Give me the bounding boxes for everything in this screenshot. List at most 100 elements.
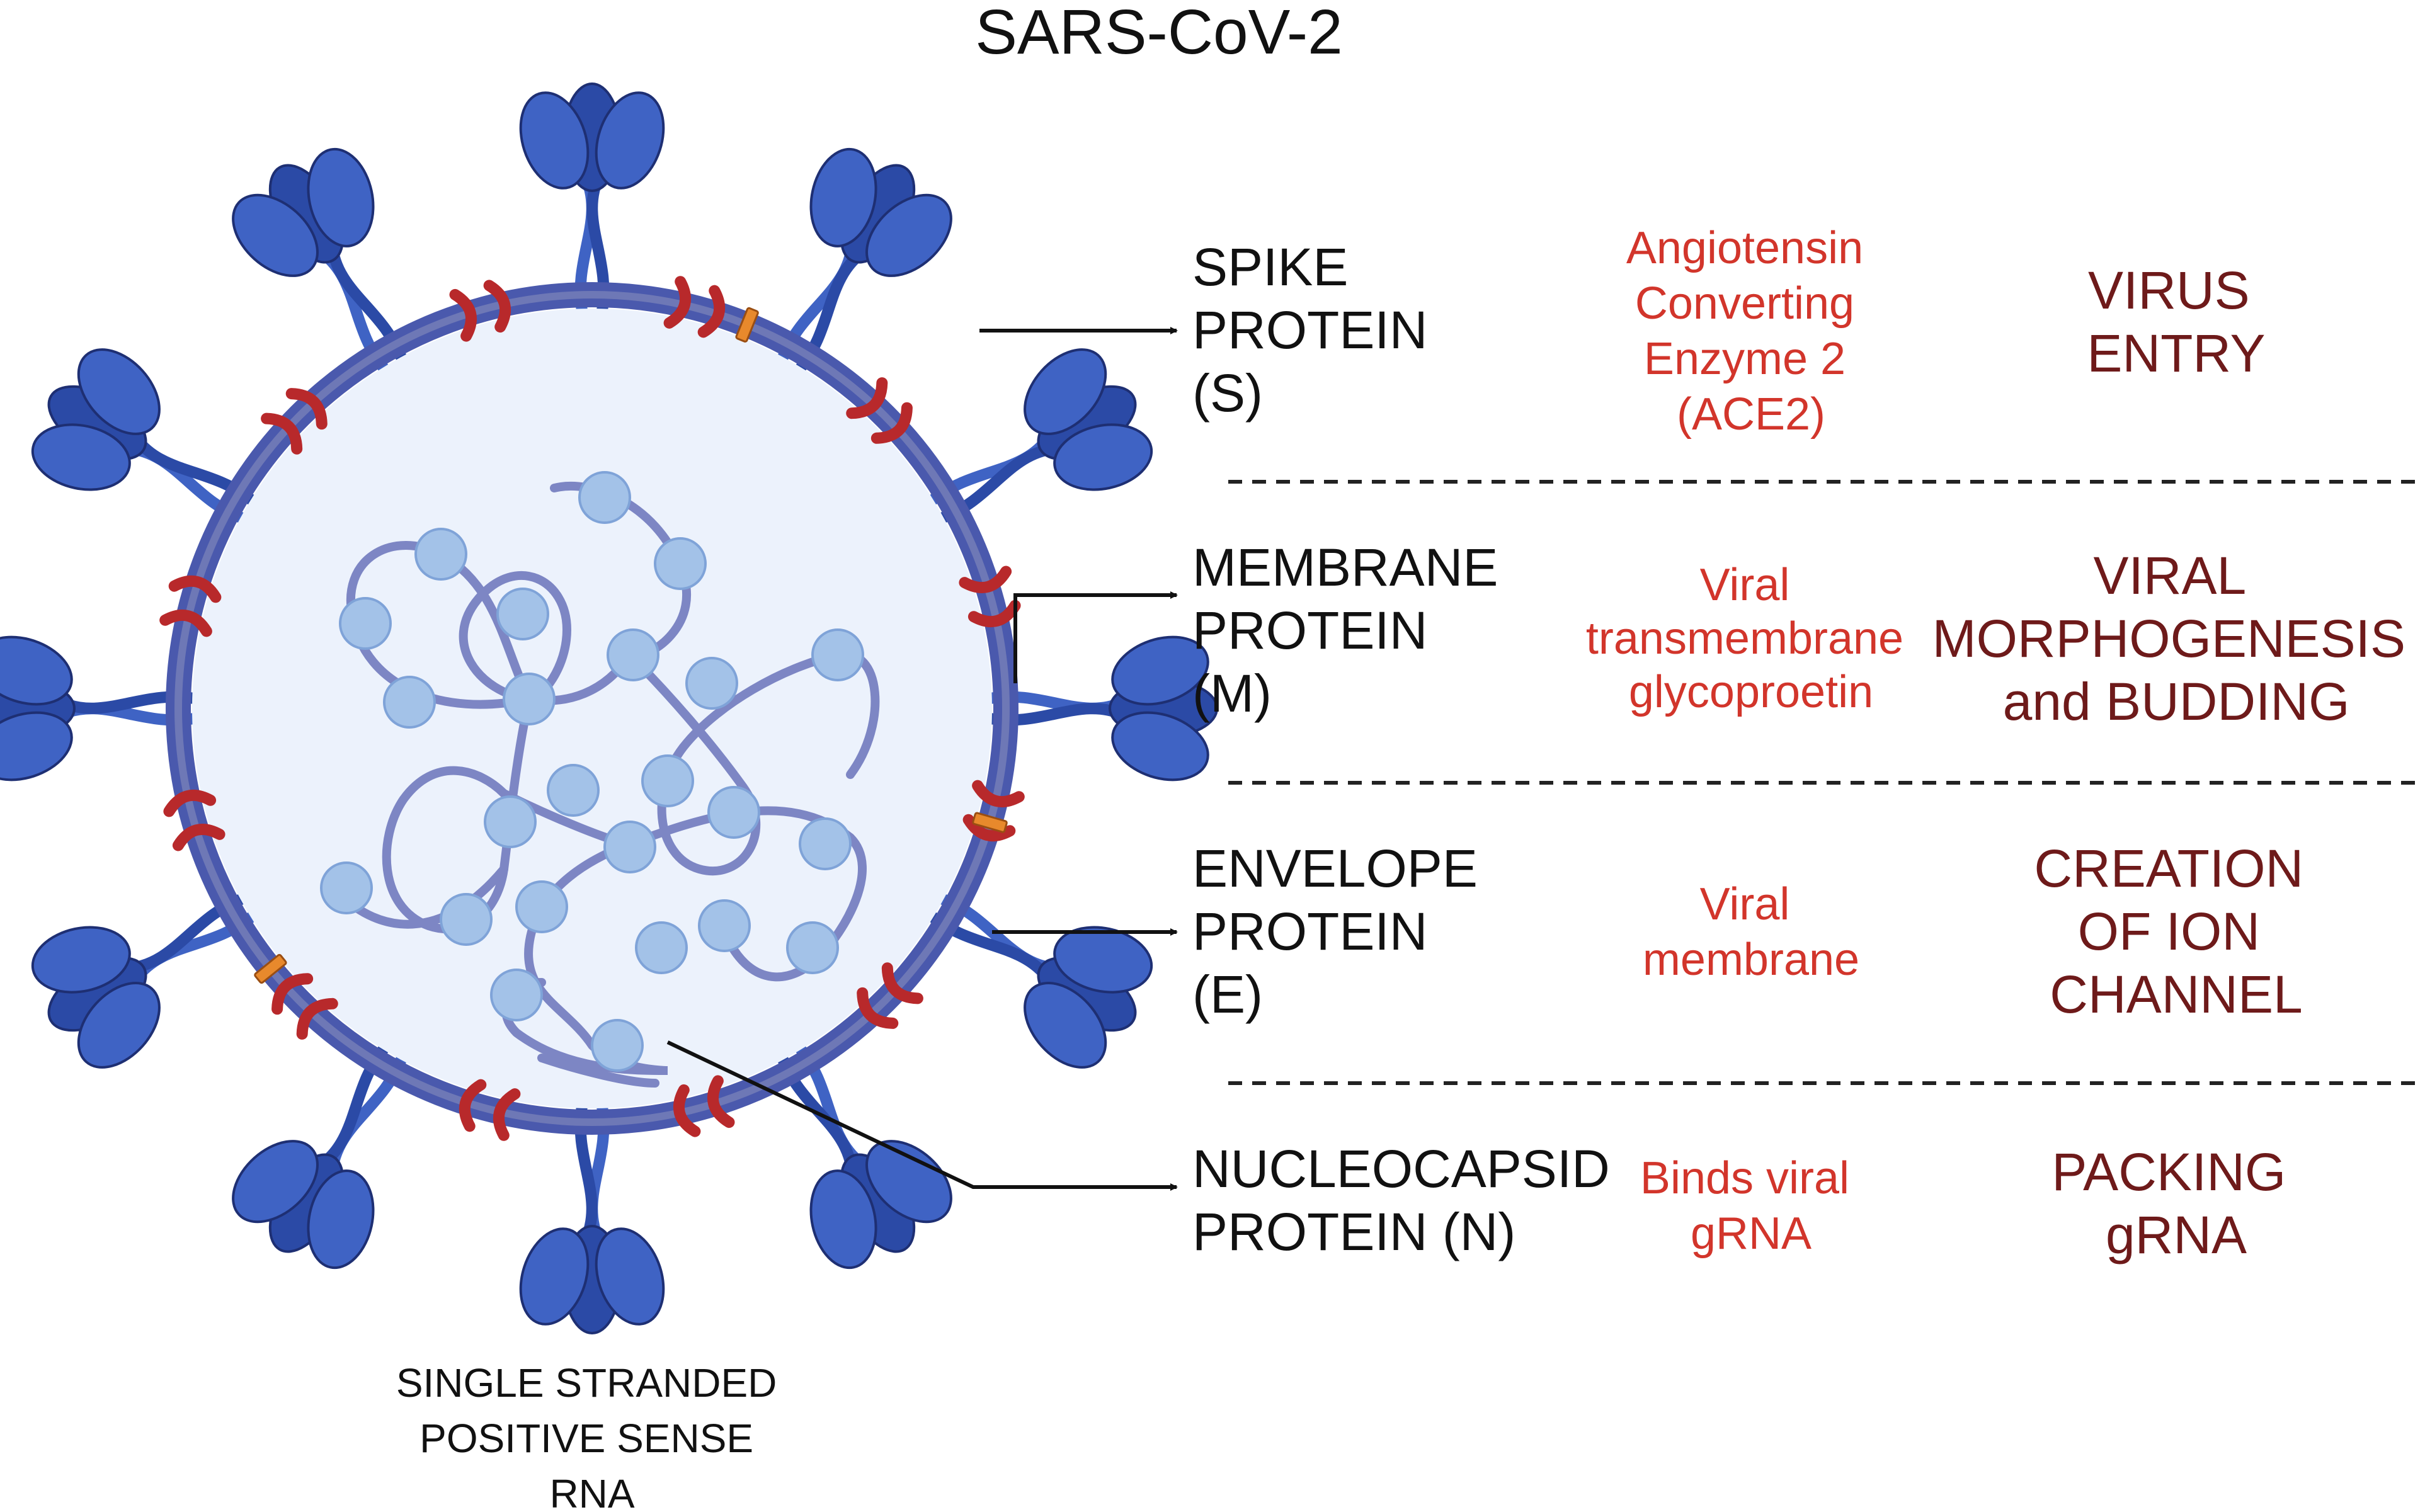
virion-interior [192,309,992,1108]
pointer-arrows [666,327,1178,1191]
spike-protein-icon [926,893,1153,1069]
spike-protein-icon [984,635,1218,782]
membrane-protein-icon [163,789,225,851]
membrane-proteins-layer [159,276,1025,1141]
membrane-name-line-2: PROTEIN [1192,601,1427,660]
spike-target-line-4: (ACE2) [1677,389,1825,440]
rna-strand [537,1054,659,1088]
envelope-target-line-2: membrane [1643,935,1859,985]
membrane-protein-icon [857,962,923,1029]
row-dividers [1228,480,2419,1085]
membrane-protein-icon [271,973,338,1040]
membrane-protein-icon [959,566,1021,628]
membrane-target-line-2: transmembrane [1586,613,1903,664]
envelope-target: Viral membrane [1643,879,1859,985]
membrane-protein-icon [459,1079,521,1141]
diagram-title: SARS-CoV-2 [975,0,1343,67]
spike-name-line-3: (S) [1192,363,1263,423]
rna-bead [547,764,600,817]
membrane-arrow [1013,591,1178,683]
envelope-name-line-2: PROTEIN [1192,902,1427,961]
spike-protein-name: SPIKE PROTEIN (S) [1192,237,1442,423]
rna-bead [654,537,707,590]
row-nucleocapsid: NUCLEOCAPSID PROTEIN (N) Binds viral gRN… [1192,1139,2300,1265]
rna-bead [641,754,694,807]
rna-bead [515,880,568,933]
nucleocapsid-arrow [666,1040,1178,1191]
rna-label: SINGLE STRANDED POSITIVE SENSE RNA [396,1360,788,1512]
membrane-role: VIRAL MORPHOGENESIS and BUDDING [1932,546,2421,731]
row-spike: SPIKE PROTEIN (S) Angiotensin Converting… [1192,223,2266,440]
spike-protein-icon [519,82,665,316]
nucleocapsid-name-line-2: PROTEIN (N) [1192,1202,1515,1261]
envelope-name-line-3: (E) [1192,965,1263,1024]
row-membrane: MEMBRANE PROTEIN (M) Viral transmembrane… [1192,538,2421,731]
membrane-protein-name: MEMBRANE PROTEIN (M) [1192,538,1513,723]
rna-genome [320,471,880,1088]
membrane-protein-icon [449,280,511,342]
membrane-protein-icon [159,575,222,637]
nucleocapsid-role: PACKING gRNA [2051,1142,2300,1265]
rna-bead [339,597,392,650]
rna-bead [685,657,738,710]
rna-bead [707,786,760,839]
spike-target-line-2: Converting [1635,278,1854,329]
membrane-name-line-3: (M) [1192,664,1272,723]
nucleocapsid-role-line-2: gRNA [2106,1205,2247,1265]
envelope-role-line-3: CHANNEL [2050,965,2302,1024]
membrane-role-line-3: and BUDDING [2003,672,2350,731]
spike-role: VIRUS ENTRY [2087,261,2265,383]
rna-label-line-2: POSITIVE SENSE [419,1416,753,1461]
membrane-role-line-1: VIRAL [2094,546,2245,605]
rna-bead [414,528,467,581]
envelope-role-line-1: CREATION [2034,839,2303,898]
nucleocapsid-target-line-1: Binds viral [1640,1153,1849,1203]
nucleocapsid-target: Binds viral gRNA [1640,1153,1862,1259]
rna-bead [490,969,543,1021]
rna-bead [383,676,436,729]
rna-bead [320,861,373,914]
envelope-protein-icon [735,307,759,343]
rna-bead [811,628,864,681]
spike-protein-icon [0,635,200,782]
rna-bead [440,893,493,946]
membrane-role-line-2: MORPHOGENESIS [1932,609,2405,668]
rna-bead [635,921,688,974]
nucleocapsid-protein-name: NUCLEOCAPSID PROTEIN (N) [1192,1139,1624,1261]
spike-role-line-2: ENTRY [2087,324,2265,383]
rna-bead [503,673,556,725]
envelope-proteins-layer [254,307,1008,984]
rna-bead [607,628,659,681]
membrane-target-line-1: Viral [1700,560,1790,610]
spike-protein-icon [519,1101,665,1334]
rna-strand [459,571,634,705]
envelope-role-line-2: OF ION [2078,902,2260,961]
spike-name-line-2: PROTEIN [1192,300,1427,360]
spike-protein-icon [777,1042,952,1270]
envelope-protein-name: ENVELOPE PROTEIN (E) [1192,839,1492,1024]
spike-name-line-1: SPIKE [1192,237,1348,297]
nucleocapsid-role-line-1: PACKING [2051,1142,2286,1202]
rna-bead [496,588,549,640]
rna-bead [786,921,839,974]
row-envelope: ENVELOPE PROTEIN (E) Viral membrane CREA… [1192,839,2303,1024]
membrane-target-line-3: glycoproetin [1629,667,1873,717]
spike-target: Angiotensin Converting Enzyme 2 (ACE2) [1626,223,1876,440]
spike-role-line-1: VIRUS [2088,261,2250,320]
membrane-protein-icon [663,276,726,338]
viral-membrane-inner-line [174,291,1010,1126]
membrane-target: Viral transmembrane glycoproetin [1586,560,1916,717]
membrane-protein-icon [962,780,1025,842]
spike-target-line-1: Angiotensin [1626,223,1863,273]
nucleocapsid-name-line-1: NUCLEOCAPSID [1192,1139,1610,1198]
membrane-protein-icon [261,388,328,455]
rna-bead [698,899,751,952]
rna-bead [603,821,656,873]
rna-label-line-1: SINGLE STRANDED [396,1360,777,1406]
rna-bead [484,795,537,848]
membrane-protein-icon [673,1075,735,1137]
envelope-name-line-1: ENVELOPE [1192,839,1478,898]
spike-protein-icon [926,348,1153,524]
membrane-protein-icon [846,377,913,444]
